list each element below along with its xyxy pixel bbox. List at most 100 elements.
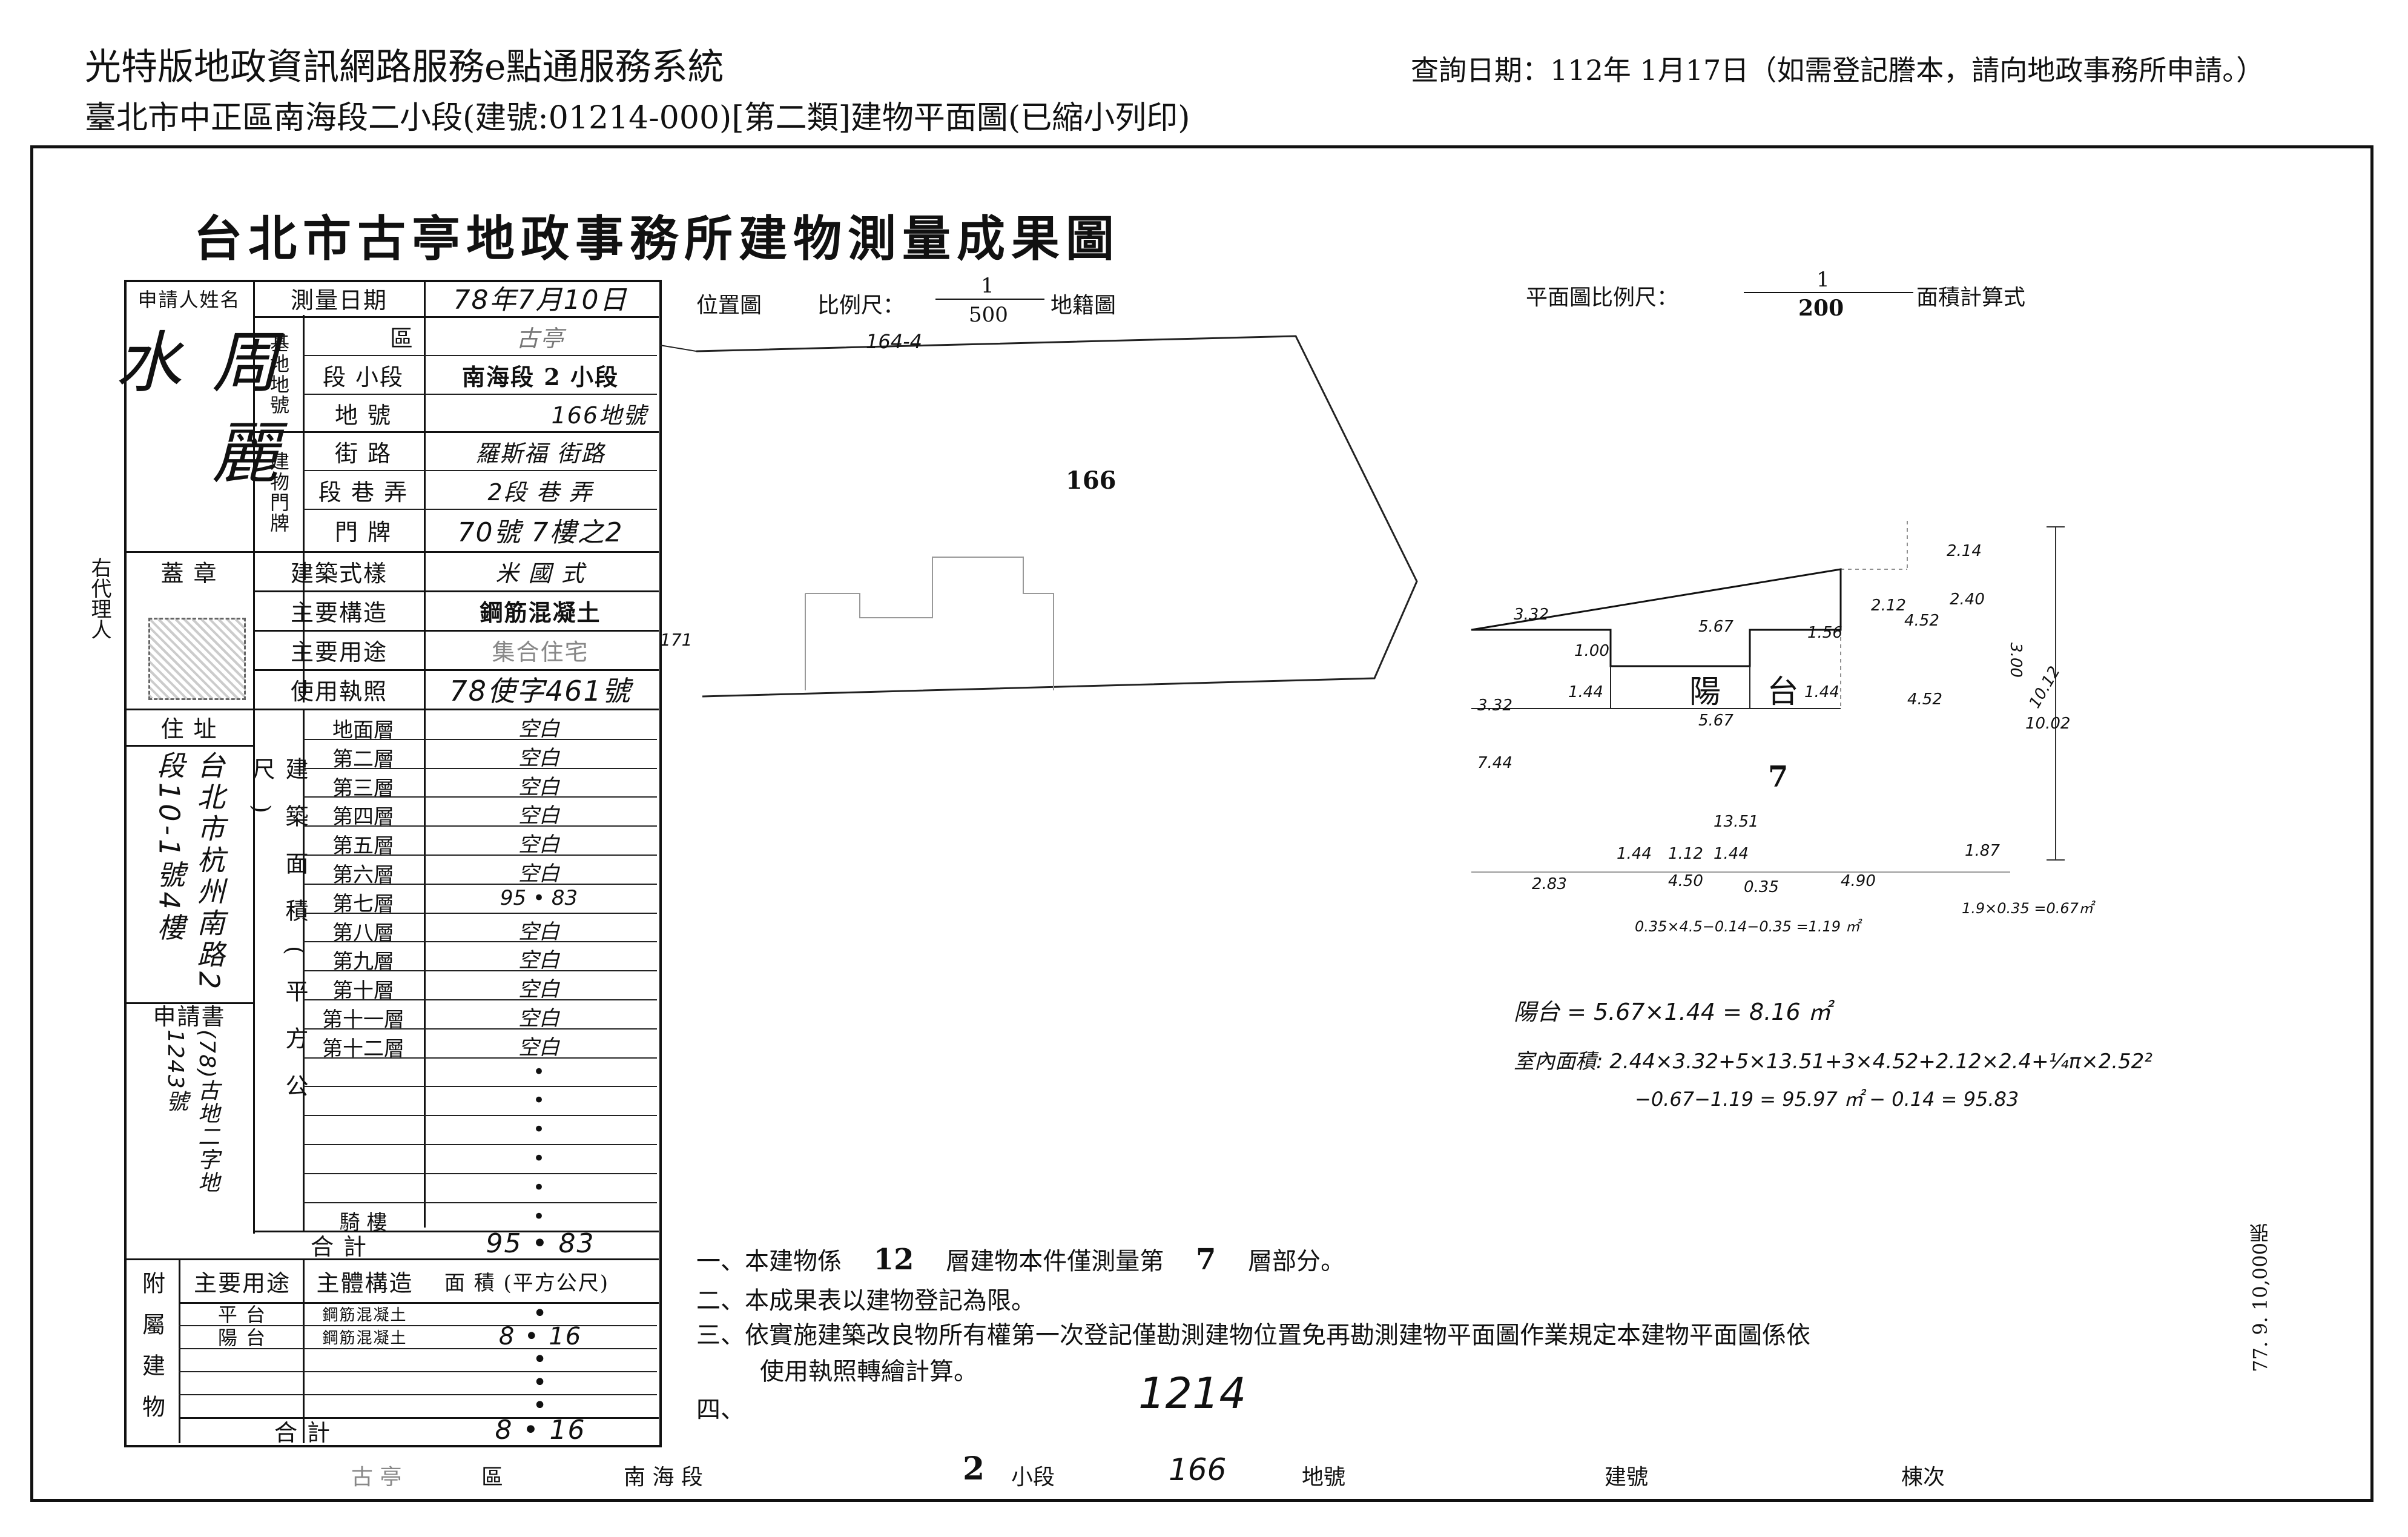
attached-label: 附屬建物 bbox=[138, 1271, 165, 1436]
note-2: 二、本成果表以建物登記為限。 bbox=[696, 1287, 1035, 1315]
building-footprint bbox=[805, 557, 1054, 690]
document-frame bbox=[30, 145, 2373, 1502]
dim-label: 4.90 bbox=[1841, 872, 1876, 890]
location-map-label: 位置圖 bbox=[696, 293, 762, 318]
floor-area-value: 空白 bbox=[518, 1035, 559, 1060]
footer-lot-suffix: 地號 bbox=[1302, 1465, 1346, 1490]
dim-label: 1.12 bbox=[1668, 845, 1703, 863]
floor-area-value: • bbox=[532, 1146, 546, 1171]
district-label: 區 bbox=[389, 325, 414, 352]
note-3b: 使用執照轉繪計算。 bbox=[760, 1358, 978, 1386]
dim-label: 1.44 bbox=[1804, 683, 1839, 701]
footer-bldg-seq-label: 棟次 bbox=[1901, 1465, 1945, 1490]
attached-struct bbox=[306, 1371, 424, 1394]
floor-name: 第十層 bbox=[332, 979, 394, 1003]
permit-value: 78使字461號 bbox=[449, 675, 632, 707]
floor-name: 第四層 bbox=[332, 805, 394, 830]
floor-area-value: 空白 bbox=[518, 977, 559, 1002]
attached-struct: 鋼筋混凝土 bbox=[322, 1329, 407, 1347]
attached-area: • bbox=[532, 1300, 549, 1327]
door-label: 建物門牌 bbox=[267, 451, 290, 534]
footer-district-suffix: 區 bbox=[481, 1465, 504, 1490]
attached-struct-header: 主體構造 bbox=[316, 1269, 414, 1297]
footer-section: 南 海 段 bbox=[624, 1465, 703, 1490]
unit-outline bbox=[1471, 568, 1842, 667]
calc-strip-2: 1.9×0.35 =0.67㎡ bbox=[1962, 900, 2093, 917]
doorno-label: 門 牌 bbox=[334, 518, 392, 546]
attached-total-value: 8 • 16 bbox=[495, 1414, 586, 1446]
dim-label: 1.00 bbox=[1574, 642, 1609, 660]
floor-plan-scale-den: 200 bbox=[1798, 296, 1844, 321]
footer-lot: 166 bbox=[1169, 1452, 1227, 1487]
area-calc-label: 面積計算式 bbox=[1916, 285, 2026, 310]
floor-plan-scale-num: 1 bbox=[1816, 268, 1830, 292]
applicant-label: 申請人姓名 bbox=[137, 288, 241, 311]
lot-top-label: 164-4 bbox=[866, 330, 922, 353]
floor-area-value: • bbox=[532, 1175, 546, 1200]
floor-plan-scale-label: 平面圖比例尺： bbox=[1526, 285, 1679, 310]
lot-left-label: 171 bbox=[660, 630, 693, 650]
attached-area: • bbox=[532, 1369, 549, 1397]
attached-area: 8 • 16 bbox=[498, 1323, 582, 1350]
location-map-drawing bbox=[660, 335, 1418, 698]
section-value: 南海段 2 小段 bbox=[462, 363, 619, 391]
dim-label: 2.40 bbox=[1950, 590, 1985, 609]
footer-bldg-no-label: 建號 bbox=[1605, 1465, 1649, 1490]
attached-use bbox=[182, 1371, 303, 1394]
floor-area-value: 空白 bbox=[518, 1006, 559, 1031]
floor-area-value: • bbox=[532, 1088, 546, 1113]
land-label: 基地地號 bbox=[267, 332, 290, 415]
attached-use bbox=[182, 1348, 303, 1371]
lot-value: 166地號 bbox=[551, 402, 647, 429]
document-subtitle: 臺北市中正區南海段二小段(建號:01214-000)[第二類]建物平面圖(已縮小… bbox=[85, 100, 1190, 136]
dim-label: 3.32 bbox=[1477, 696, 1512, 715]
floor-name: 第七層 bbox=[332, 891, 394, 916]
balcony-area-calc: 陽台 = 5.67×1.44 = 8.16 ㎡ bbox=[1514, 999, 1831, 1025]
structure-value: 鋼筋混凝土 bbox=[480, 598, 601, 626]
use-value: 集合住宅 bbox=[492, 638, 589, 666]
floor-area-value: 空白 bbox=[518, 862, 559, 886]
floor-name: 第二層 bbox=[332, 747, 394, 772]
dim-label: 0.35 bbox=[1744, 878, 1779, 896]
dim-label: 1.44 bbox=[1617, 845, 1652, 863]
doorno-value: 70號 7樓之2 bbox=[457, 517, 624, 548]
form-table bbox=[124, 280, 662, 1447]
calc-strip-1: 0.35×4.5−0.14−0.35 =1.19 ㎡ bbox=[1635, 918, 1860, 935]
floor-area-value: 空白 bbox=[518, 919, 559, 944]
side-agent-label: 右代理人 bbox=[87, 557, 111, 640]
dim-label: 3.00 bbox=[2006, 643, 2025, 678]
floor-name: 第十一層 bbox=[322, 1008, 404, 1032]
location-scale-num: 1 bbox=[981, 274, 994, 298]
sheet-title: 台北市古亭地政事務所建物測量成果圖 bbox=[194, 210, 1120, 267]
note-3a: 三、依實施建築改良物所有權第一次登記僅勘測建物位置免再勘測建物平面圖作業規定本建… bbox=[696, 1321, 1810, 1349]
lot-label: 地 號 bbox=[334, 402, 392, 429]
query-date: 查詢日期：112年 1月17日（如需登記謄本，請向地政事務所申請。） bbox=[1411, 54, 2265, 87]
survey-date-label: 測量日期 bbox=[290, 287, 388, 314]
dim-label: 7.44 bbox=[1477, 754, 1512, 772]
section-label: 段 小段 bbox=[322, 363, 404, 391]
dim-label: 2.12 bbox=[1871, 597, 1906, 615]
dim-label: 10.02 bbox=[2025, 715, 2071, 733]
floor-area-value: 空白 bbox=[518, 804, 559, 828]
floor-area-value: • bbox=[532, 1117, 546, 1142]
system-title: 光特版地政資訊網路服務e點通服務系統 bbox=[85, 46, 724, 88]
indoor-area-calc-line2: −0.67−1.19 = 95.97 ㎡ − 0.14 = 95.83 bbox=[1635, 1088, 2019, 1111]
floor-name: 第六層 bbox=[332, 863, 394, 887]
attached-area: • bbox=[532, 1346, 549, 1373]
cadastral-label: 地籍圖 bbox=[1051, 293, 1117, 318]
address-label: 住 址 bbox=[160, 715, 218, 742]
floor-name: 第八層 bbox=[332, 921, 394, 945]
applicant-name: 周麗水 bbox=[104, 327, 278, 509]
application-value: (78)古地二字地1243號 bbox=[163, 1030, 219, 1194]
floor-area-value: 95 • 83 bbox=[500, 885, 578, 910]
permit-label: 使用執照 bbox=[290, 678, 388, 705]
dim-label: 4.50 bbox=[1668, 872, 1703, 890]
total-value: 95 • 83 bbox=[486, 1228, 595, 1259]
footer-subsection-no: 2 bbox=[963, 1450, 985, 1487]
dim-label: 1.87 bbox=[1965, 842, 2000, 860]
lot-main-label: 166 bbox=[1066, 466, 1117, 495]
dim-label: 4.52 bbox=[1904, 612, 1939, 630]
survey-date: 78年7月10日 bbox=[453, 285, 628, 316]
dim-label: 5.67 bbox=[1698, 618, 1733, 636]
attached-area-header: 面 積 (平方公尺) bbox=[444, 1271, 610, 1295]
